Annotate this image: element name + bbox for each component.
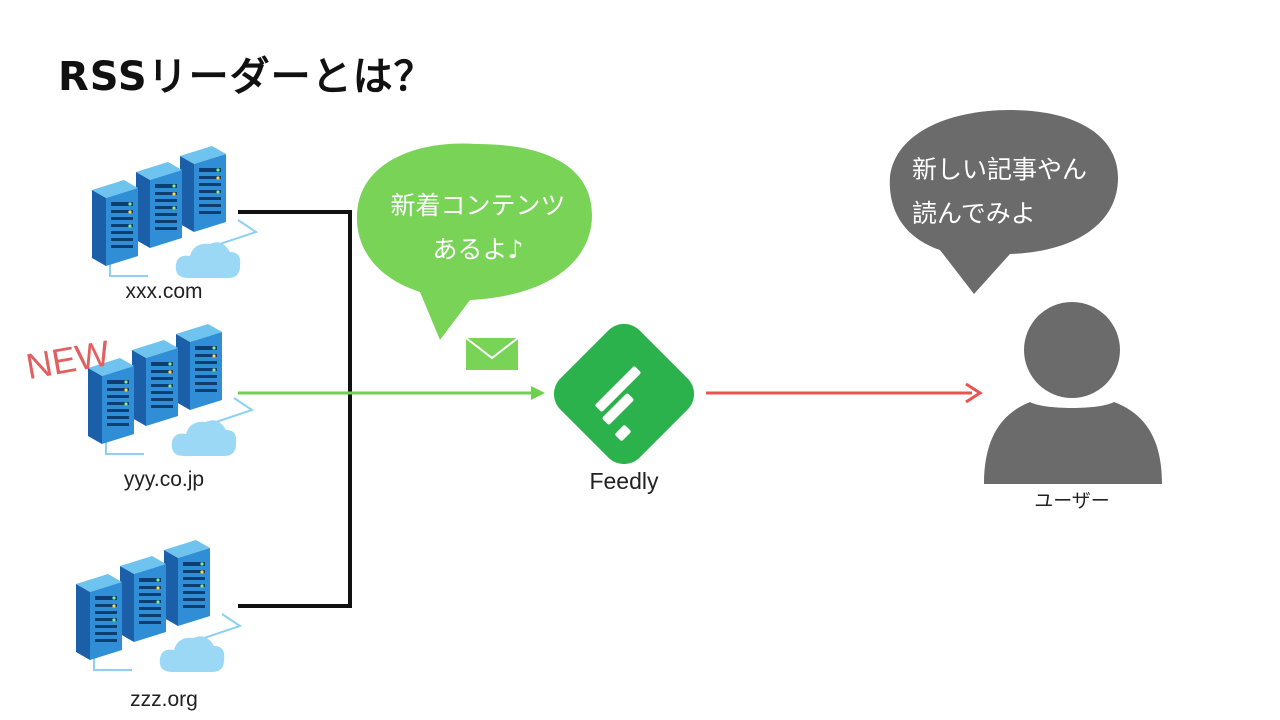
source-connectors	[238, 210, 983, 608]
feedly-bubble-line: 新着コンテンツ	[390, 191, 566, 220]
feedly-logo-icon	[553, 323, 695, 465]
feedly-speech-bubble	[356, 143, 592, 340]
user-label: ユーザー	[1034, 491, 1110, 512]
source-label-yyy: yyy.co.jp	[123, 468, 205, 491]
user-speech-bubble	[889, 110, 1118, 294]
user-bubble-text: 新しい記事やん 読んでみよ	[898, 148, 1142, 236]
source-label-zzz: zzz.org	[130, 688, 198, 711]
feedly-bubble-text: 新着コンテンツ あるよ♪	[368, 184, 588, 272]
page-title: RSSリーダーとは？	[58, 54, 435, 100]
source-label-xxx: xxx.com	[125, 280, 203, 303]
red-arrowhead	[965, 382, 983, 404]
server-cluster-icon	[88, 324, 252, 456]
feedly-bubble-line: あるよ♪	[432, 235, 524, 264]
feedly-label: Feedly	[589, 468, 659, 494]
green-arrowhead	[531, 386, 545, 400]
server-cluster-icon	[92, 146, 256, 278]
user-bubble-line: 新しい記事やん	[912, 155, 1088, 184]
server-cluster-icon	[76, 540, 240, 672]
envelope-icon	[465, 337, 519, 370]
connector-xxx	[238, 210, 352, 608]
user-icon	[984, 302, 1162, 484]
user-bubble-line: 読んでみよ	[912, 199, 1036, 228]
